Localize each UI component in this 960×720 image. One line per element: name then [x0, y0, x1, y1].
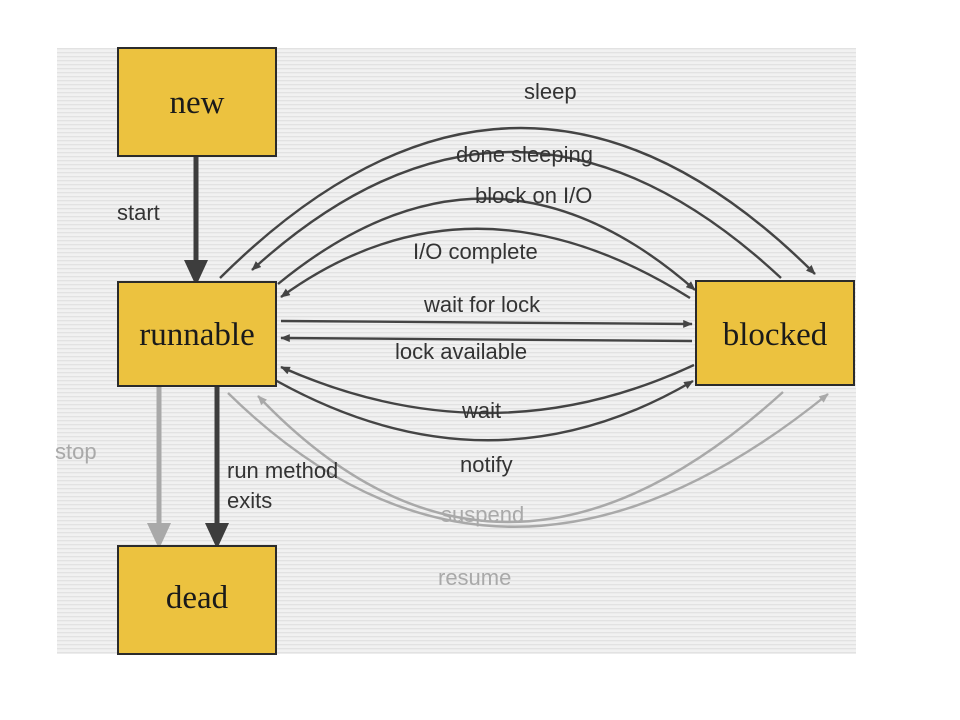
label-notify: notify	[460, 452, 513, 477]
label-resume: resume	[438, 565, 511, 590]
state-label-runnable: runnable	[139, 317, 254, 353]
label-suspend: suspend	[441, 502, 524, 527]
label-stop: stop	[55, 439, 97, 464]
state-label-new: new	[170, 85, 225, 121]
arrow-done-sleeping	[251, 150, 782, 279]
label-done-sleeping: done sleeping	[456, 142, 593, 167]
arrow-suspend	[227, 392, 829, 528]
label-io-complete: I/O complete	[413, 239, 538, 264]
label-run-method-exits-line1: run method	[227, 458, 338, 483]
arrow-wait	[274, 378, 694, 442]
label-block-on-io: block on I/O	[475, 183, 592, 208]
label-run-method-exits-line2: exits	[227, 488, 272, 513]
label-wait-for-lock: wait for lock	[423, 292, 541, 317]
state-blocked: blocked	[695, 280, 855, 386]
label-lock-available: lock available	[395, 339, 527, 364]
state-label-dead: dead	[166, 580, 229, 616]
label-wait: wait	[461, 398, 501, 423]
label-sleep: sleep	[524, 79, 577, 104]
arrow-lock-available	[280, 334, 693, 343]
state-new: new	[117, 47, 277, 157]
arrow-stop	[147, 387, 171, 549]
state-label-blocked: blocked	[723, 317, 828, 353]
arrow-block-on-io	[277, 197, 696, 291]
arrow-run-method-exits	[205, 387, 229, 549]
state-dead: dead	[117, 545, 277, 655]
arrow-start	[184, 157, 208, 286]
arrow-io-complete	[280, 227, 691, 300]
arrow-wait-for-lock	[280, 319, 693, 328]
arrow-sleep	[219, 126, 816, 279]
state-runnable: runnable	[117, 281, 277, 387]
arrow-notify	[280, 363, 695, 415]
arrow-resume	[257, 391, 784, 524]
label-start: start	[117, 200, 160, 225]
